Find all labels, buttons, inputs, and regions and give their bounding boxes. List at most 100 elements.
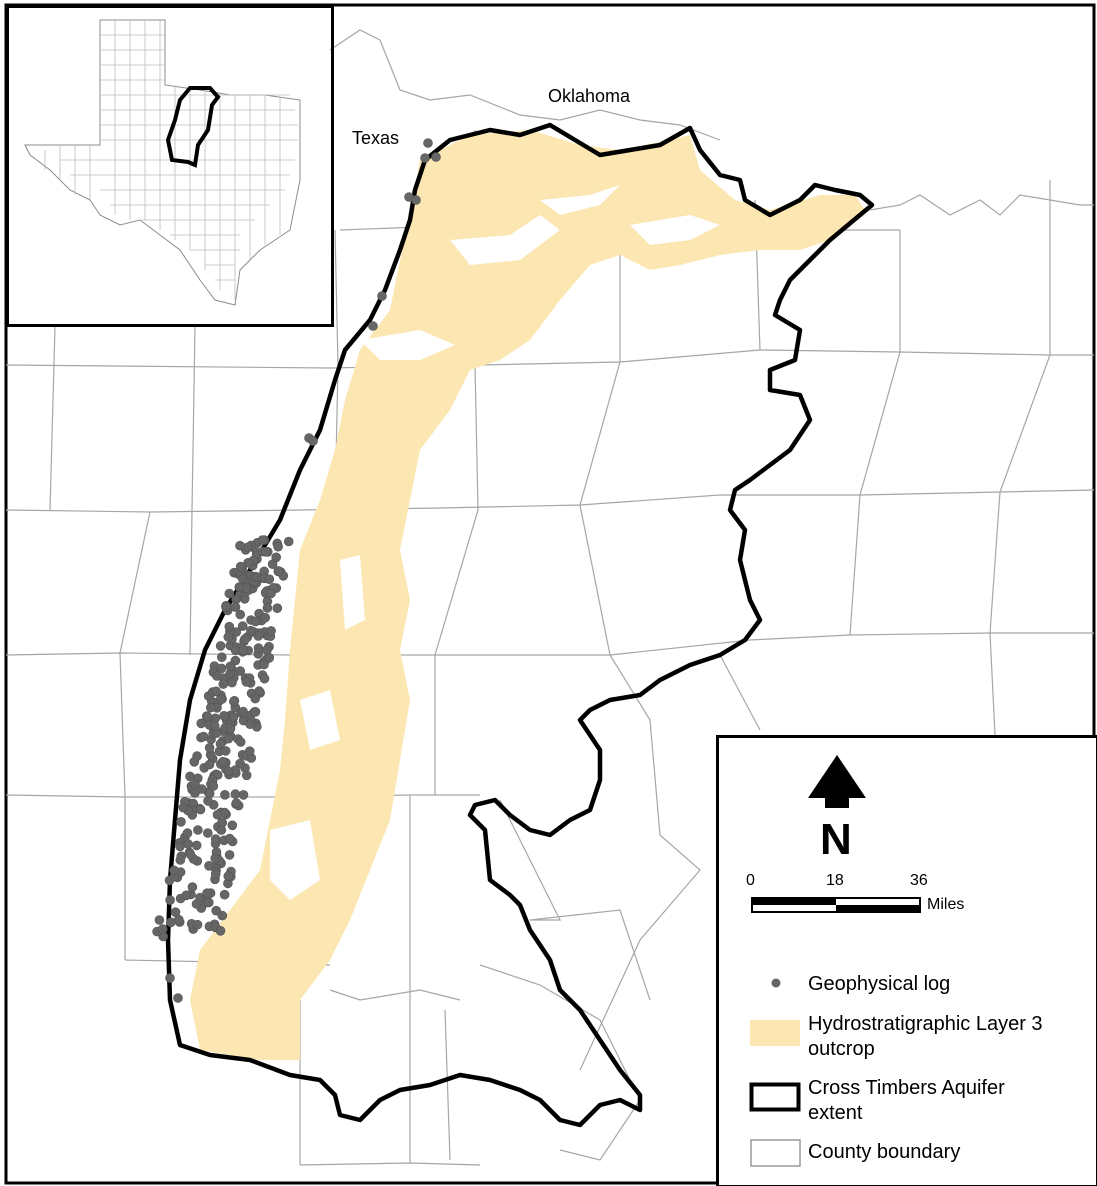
- layer3-outcrop: [190, 130, 865, 1060]
- geophysical-log-point: [259, 673, 270, 684]
- geophysical-log-point: [195, 804, 206, 815]
- geophysical-log-point: [211, 686, 221, 697]
- geophysical-log-point: [218, 679, 229, 689]
- geophysical-log-point: [202, 711, 213, 722]
- geophysical-log-point: [223, 632, 234, 642]
- geophysical-log-point: [215, 925, 226, 936]
- geophysical-log-point: [217, 652, 227, 663]
- geophysical-log-point: [204, 759, 215, 770]
- geophysical-log-point: [225, 723, 236, 734]
- geophysical-log-point: [210, 853, 220, 864]
- geophysical-log-point: [224, 621, 235, 632]
- geophysical-log-point: [191, 840, 202, 851]
- outcrop-gaps: [270, 185, 720, 900]
- scale-unit: Miles: [927, 896, 965, 913]
- geophysical-log-point: [216, 694, 227, 705]
- north-label: N: [820, 815, 852, 864]
- legend-frame: [716, 735, 1097, 1186]
- geophysical-log-point: [235, 561, 246, 572]
- legend-label-aquifer-line2: extent: [808, 1102, 863, 1124]
- geophysical-log-point: [420, 153, 430, 163]
- inset-county-lines: [44, 20, 298, 300]
- geophysical-log-point: [262, 603, 273, 613]
- geophysical-log-point: [191, 899, 202, 909]
- geophysical-log-point: [212, 809, 223, 820]
- legend-label-county-boundary: County boundary: [808, 1141, 961, 1163]
- geophysical-log-point: [223, 766, 234, 777]
- geophysical-log-point: [244, 746, 255, 757]
- inset-texas-map: [24, 19, 301, 306]
- geophysical-log-point: [216, 663, 227, 674]
- geophysical-log-point: [235, 540, 245, 551]
- geophysical-log-point: [253, 643, 264, 653]
- geophysical-log-point: [377, 291, 387, 301]
- scale-tick-36: 36: [910, 872, 928, 889]
- geophysical-log-point: [206, 702, 216, 713]
- legend-label-outcrop-line2: outcrop: [808, 1038, 875, 1060]
- geophysical-log-point: [204, 897, 214, 908]
- geophysical-log-point: [187, 882, 198, 892]
- geophysical-log-point: [230, 602, 241, 612]
- geophysical-log-point: [190, 788, 200, 798]
- geophysical-log-point: [185, 771, 195, 782]
- geophysical-log-point: [176, 816, 186, 827]
- geophysical-log-point: [273, 541, 283, 552]
- geophysical-log-point: [238, 790, 249, 800]
- geophysical-log-point: [202, 888, 212, 899]
- texas-label: Texas: [352, 128, 400, 148]
- north-arrow-icon: [808, 755, 866, 808]
- geophysical-log-point: [210, 869, 221, 879]
- geophysical-log-point: [237, 573, 248, 584]
- legend-aquifer-symbol: [749, 1082, 801, 1112]
- geophysical-log-point: [235, 666, 245, 676]
- geophysical-log-point: [230, 789, 241, 799]
- geophysical-log-point: [183, 839, 193, 849]
- geophysical-log-point: [431, 152, 441, 162]
- geophysical-log-point: [235, 737, 246, 747]
- geophysical-log-point: [192, 919, 203, 930]
- geophysical-log-point: [215, 739, 226, 749]
- geophysical-log-point: [227, 820, 238, 831]
- geophysical-log-point: [224, 588, 235, 599]
- geophysical-log-point: [238, 645, 248, 656]
- geophysical-log-point: [245, 719, 255, 730]
- scale-tick-18: 18: [826, 872, 844, 889]
- geophysical-log-point: [250, 616, 261, 627]
- geophysical-log-point: [221, 602, 231, 612]
- geophysical-log-point: [165, 973, 175, 983]
- geophysical-log-point: [182, 828, 193, 838]
- geophysical-log-point: [240, 634, 250, 645]
- geophysical-log-point: [272, 603, 283, 614]
- geophysical-log-point: [224, 850, 235, 860]
- geophysical-log-point: [154, 915, 165, 925]
- geophysical-log-point: [196, 718, 206, 729]
- geophysical-log-point: [423, 138, 433, 148]
- legend-county-symbol: [750, 1139, 801, 1167]
- geophysical-log-point: [223, 871, 234, 881]
- geophysical-log-point: [175, 841, 185, 852]
- inset-aquifer-extent: [165, 86, 221, 168]
- geophysical-log-point: [211, 905, 221, 916]
- legend-label-aquifer-line1: Cross Timbers Aquifer: [808, 1077, 1005, 1099]
- legend-point-symbol: [771, 978, 781, 988]
- geophysical-log-point: [237, 621, 248, 631]
- geophysical-log-point: [250, 693, 260, 704]
- geophysical-log-point: [210, 721, 220, 731]
- geophysical-log-point: [262, 645, 272, 656]
- geophysical-log-point: [216, 825, 227, 835]
- geophysical-log-point: [220, 789, 230, 800]
- geophysical-log-point: [234, 582, 245, 592]
- geophysical-log-point: [223, 733, 234, 744]
- geophysical-log-point: [204, 742, 215, 753]
- geophysical-log-point: [261, 546, 271, 557]
- geophysical-log-point: [204, 788, 215, 799]
- geophysical-log-point: [224, 833, 235, 844]
- geophysical-log-point: [175, 855, 186, 865]
- scale-tick-0: 0: [746, 872, 755, 889]
- geophysical-log-point: [253, 631, 264, 641]
- scale-bar: [751, 897, 921, 913]
- aquifer-extent: [165, 122, 875, 1128]
- geophysical-log-point: [198, 731, 209, 742]
- geophysical-log-point: [227, 677, 237, 688]
